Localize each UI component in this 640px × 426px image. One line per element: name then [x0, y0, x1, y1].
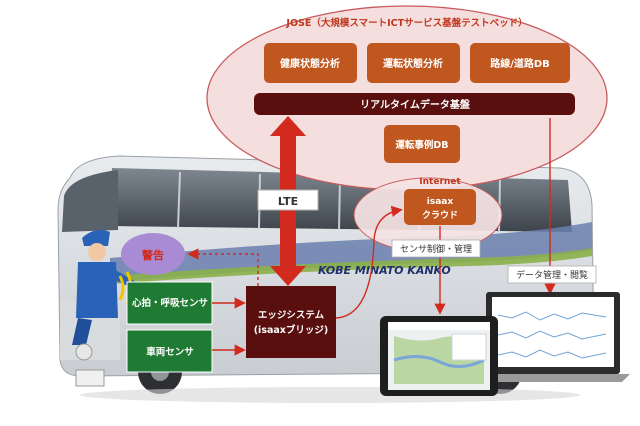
- case-db-label: 運転事例DB: [395, 139, 448, 151]
- lte-label: LTE: [278, 195, 298, 208]
- sensor-label: 心拍・呼吸センサ: [132, 297, 208, 309]
- edge-line2: (isaaxブリッジ): [254, 324, 329, 336]
- bus-windshield: [62, 170, 118, 232]
- realtime-data-platform: リアルタイムデータ基盤: [254, 93, 575, 115]
- heart-breath-sensor-box: 心拍・呼吸センサ: [126, 281, 213, 325]
- bus-brand-text: KOBE MINATO KANKO: [318, 264, 451, 277]
- alert-bubble: 警告: [121, 233, 185, 275]
- cloud-line1: isaax: [427, 197, 454, 207]
- lte-label-box: LTE: [257, 189, 319, 211]
- platform-label: リアルタイムデータ基盤: [360, 98, 471, 111]
- sensor-control-label-box: センサ制御・管理: [391, 239, 481, 258]
- edge-system-box: エッジシステム (isaaxブリッジ): [246, 286, 336, 358]
- module-label: 路線/道路DB: [490, 57, 550, 70]
- vehicle-sensor-box: 車両センサ: [126, 329, 213, 373]
- flow-label: データ管理・閲覧: [516, 269, 588, 281]
- cloud-line2: クラウド: [422, 210, 458, 221]
- isaax-cloud-box: isaax クラウド: [404, 189, 476, 225]
- internet-label: Internet: [419, 177, 461, 187]
- sensor-label: 車両センサ: [146, 346, 194, 358]
- tablet-map-device: [380, 316, 498, 396]
- jose-module-route-db: 路線/道路DB: [470, 43, 570, 83]
- arrow-edge-to-cloud: [335, 205, 403, 319]
- alert-label: 警告: [141, 248, 164, 262]
- module-label: 運転状態分析: [383, 57, 443, 70]
- flow-label: センサ制御・管理: [400, 243, 472, 255]
- data-manage-label-box: データ管理・閲覧: [507, 265, 597, 284]
- jose-module-driving: 運転状態分析: [367, 43, 460, 83]
- driving-case-db: 運転事例DB: [384, 125, 460, 163]
- jose-module-health: 健康状態分析: [264, 43, 357, 83]
- laptop-monitor-device: [476, 292, 630, 382]
- driver-figure: [72, 230, 136, 361]
- edge-line1: エッジシステム: [258, 310, 325, 321]
- jose-title: JOSE（大規模スマートICTサービス基盤テストベッド）: [285, 17, 527, 29]
- module-label: 健康状態分析: [280, 57, 340, 70]
- arrow-edge-to-alert: [187, 248, 259, 286]
